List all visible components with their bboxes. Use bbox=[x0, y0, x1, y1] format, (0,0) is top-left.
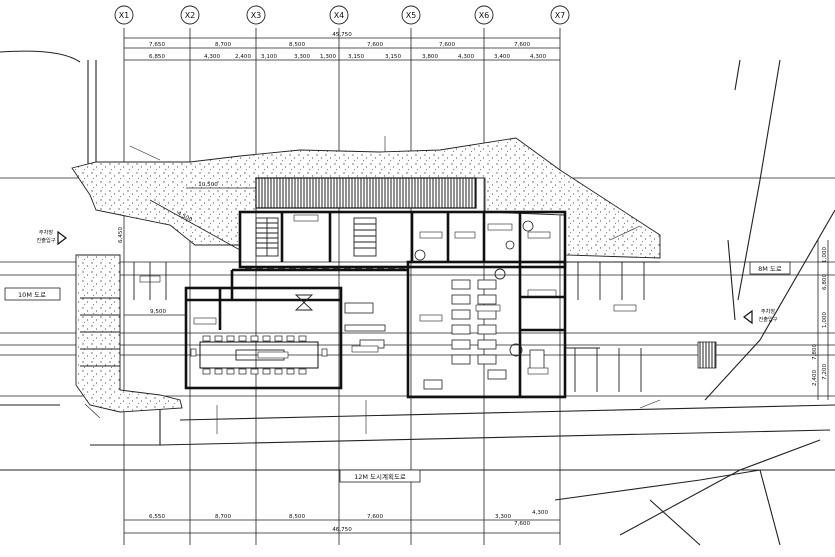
top-subspan-dim: 3,150 bbox=[385, 54, 401, 60]
top-subspan-dim: 2,400 bbox=[235, 54, 251, 60]
side-dim: 6,800 bbox=[822, 274, 828, 290]
side-dim: 2,400 bbox=[812, 370, 818, 386]
bottom-total-dimension: 46,750 bbox=[332, 527, 352, 533]
parking-west bbox=[80, 262, 167, 367]
axis-x2: X2 bbox=[180, 5, 200, 545]
top-subspan-dim: 3,300 bbox=[294, 54, 310, 60]
entrance-left: 주차장 진출입구 bbox=[36, 228, 67, 246]
right-road-label: 8M 도로 bbox=[758, 265, 782, 273]
entrance-right-line1: 주차장 bbox=[761, 307, 776, 315]
axis-x1: X1 bbox=[114, 5, 134, 545]
top-subspan-dim: 3,800 bbox=[422, 54, 438, 60]
side-dim: 1,000 bbox=[822, 312, 828, 328]
entrance-left-line1: 주차장 bbox=[39, 228, 54, 236]
bottom-road-label: 12M 도시계획도로 bbox=[354, 472, 406, 481]
axis-x4: X4 bbox=[329, 5, 349, 545]
top-span-dim: 7,650 bbox=[149, 42, 165, 48]
bottom-span-dim: 8,500 bbox=[289, 514, 305, 520]
bottom-dimension-lines: 6,550 8,700 8,500 7,600 3,300 4,300 7,60… bbox=[124, 510, 560, 534]
axis-x7: X7 bbox=[550, 5, 570, 545]
axis-x4-label: X4 bbox=[334, 11, 345, 20]
top-span-dim: 8,500 bbox=[289, 42, 305, 48]
plan-dim-3: 9,500 bbox=[150, 309, 166, 315]
landscape-west bbox=[75, 254, 183, 413]
axis-x6: X6 bbox=[474, 5, 494, 545]
axis-x3: X3 bbox=[246, 5, 266, 545]
bottom-span-dim: 3,300 bbox=[495, 514, 511, 520]
grid-axes: X1 X2 X3 X4 X5 X6 X7 bbox=[0, 5, 835, 545]
parking-stalls-area bbox=[255, 177, 477, 209]
annotation-leaders bbox=[84, 136, 661, 434]
office-desks bbox=[423, 279, 545, 390]
top-span-dim: 7,600 bbox=[439, 42, 455, 48]
entrance-right: 주차장 진출입구 bbox=[743, 307, 778, 325]
axis-x5-label: X5 bbox=[406, 11, 417, 20]
top-span-dim: 7,600 bbox=[514, 42, 530, 48]
axis-x3-label: X3 bbox=[251, 11, 262, 20]
left-vertical-dim: 6,450 bbox=[118, 227, 124, 243]
side-dim: 7,200 bbox=[822, 364, 828, 380]
axis-x5: X5 bbox=[401, 5, 421, 545]
entrance-right-arrow-icon bbox=[743, 309, 753, 325]
top-subspan-dim: 3,400 bbox=[494, 54, 510, 60]
side-dim: 1,000 bbox=[822, 247, 828, 263]
entrance-right-line2: 진출입구 bbox=[758, 315, 777, 323]
axis-x6-label: X6 bbox=[479, 11, 490, 20]
bottom-span-dim: 7,600 bbox=[367, 514, 383, 520]
bottom-span-dim: 6,550 bbox=[149, 514, 165, 520]
entrance-left-line2: 진출입구 bbox=[36, 236, 55, 244]
axis-x1-label: X1 bbox=[119, 11, 130, 20]
plan-dim-1: 10,500 bbox=[198, 182, 218, 188]
top-subspan-dim: 1,300 bbox=[320, 54, 336, 60]
road-labels: 10M 도로 8M 도로 12M 도시계획도로 bbox=[4, 261, 791, 483]
axis-x2-label: X2 bbox=[185, 11, 196, 20]
top-span-dim: 8,700 bbox=[215, 42, 231, 48]
left-road-label: 10M 도로 bbox=[18, 291, 46, 299]
parking-east bbox=[565, 261, 717, 392]
building-outline bbox=[184, 210, 567, 399]
top-subspan-dim: 4,300 bbox=[530, 54, 546, 60]
side-dimensions: 6,800 1,000 7,800 1,000 2,400 7,200 6,45… bbox=[118, 227, 829, 400]
top-subspan-dim: 6,850 bbox=[149, 54, 165, 60]
bottom-span-dim: 7,600 bbox=[514, 521, 530, 527]
top-subspan-dim: 3,100 bbox=[261, 54, 277, 60]
top-total-dimension: 45,750 bbox=[332, 32, 352, 38]
bottom-span-dim: 4,300 bbox=[532, 510, 548, 516]
top-span-dim: 7,600 bbox=[367, 42, 383, 48]
stair-west bbox=[255, 217, 279, 257]
top-subspan-dim: 4,300 bbox=[458, 54, 474, 60]
entrance-left-arrow-icon bbox=[57, 230, 67, 246]
axis-x7-label: X7 bbox=[555, 11, 566, 20]
top-subspan-dim: 4,300 bbox=[204, 54, 220, 60]
stair-east bbox=[353, 217, 377, 257]
top-subspan-dim: 3,150 bbox=[348, 54, 364, 60]
conference-table bbox=[199, 341, 319, 369]
top-dimension-lines: 45,750 7,650 8,700 8,500 7,600 7,600 7,6… bbox=[124, 32, 560, 61]
side-dim: 7,800 bbox=[812, 344, 818, 360]
bottom-span-dim: 8,700 bbox=[215, 514, 231, 520]
